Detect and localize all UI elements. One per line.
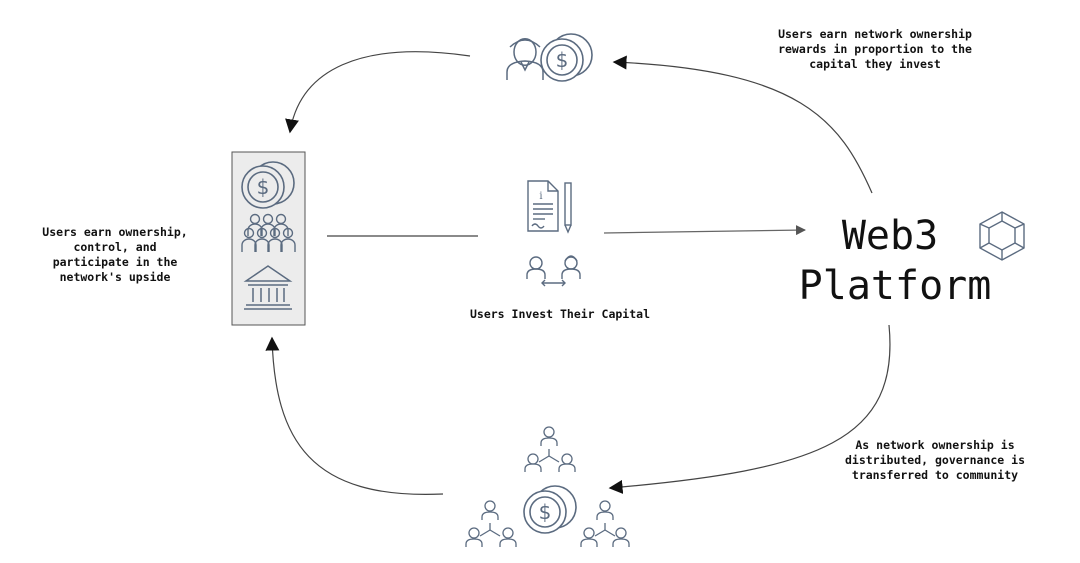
arrow-center-to-platform bbox=[603, 225, 806, 236]
top-coins-icon: $ bbox=[540, 33, 593, 82]
panel-coins-icon: $ bbox=[241, 161, 295, 209]
platform-title-line2: Platform bbox=[798, 263, 992, 309]
center-exchange-users-icon bbox=[526, 255, 581, 287]
center-pen-icon bbox=[564, 182, 572, 234]
label-top-right: Users earn network ownership rewards in … bbox=[778, 27, 972, 71]
svg-text:$: $ bbox=[539, 500, 552, 524]
svg-text:$: $ bbox=[257, 175, 270, 199]
label-bottom-right: As network ownership is distributed, gov… bbox=[844, 438, 1025, 482]
platform-title-line1: Web3 bbox=[841, 213, 939, 259]
panel-community-icon bbox=[241, 213, 296, 252]
svg-text:$: $ bbox=[556, 48, 569, 72]
bottom-org-network-right-icon bbox=[580, 500, 630, 547]
arrow-top-to-panel bbox=[285, 51, 471, 134]
label-center: Users Invest Their Capital bbox=[469, 307, 650, 321]
bottom-org-network-left-icon bbox=[465, 500, 517, 547]
arrow-platform-to-bottom bbox=[608, 324, 891, 494]
cube-icon bbox=[979, 211, 1025, 261]
bottom-coins-icon: $ bbox=[523, 485, 577, 534]
label-left: Users earn ownership, control, and parti… bbox=[42, 225, 188, 284]
svg-text:i: i bbox=[539, 191, 542, 202]
top-investor-icon bbox=[506, 38, 544, 80]
arrow-bottom-to-panel bbox=[265, 336, 444, 495]
arrow-platform-to-top bbox=[612, 55, 873, 194]
center-contract-icon: i bbox=[527, 180, 559, 232]
bottom-org-network-top-icon bbox=[524, 426, 576, 472]
panel-bank-icon bbox=[243, 265, 293, 310]
